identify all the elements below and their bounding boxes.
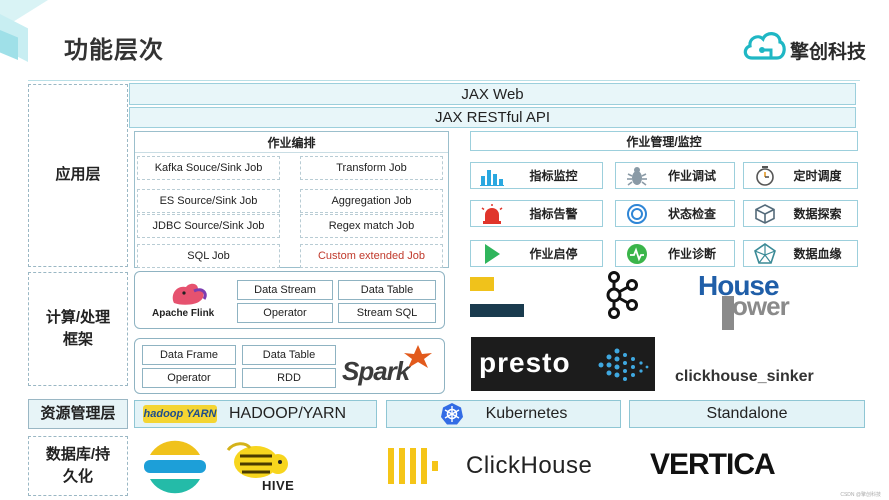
monitor-startstop: 作业启停 xyxy=(470,240,603,267)
monitor-status: 状态检查 xyxy=(615,200,735,227)
hadoop-yarn-label: HADOOP/YARN xyxy=(229,405,347,422)
clickhouse-bars-icon xyxy=(388,448,438,484)
monitor-label: 作业诊断 xyxy=(667,247,716,261)
housepower-p-stem xyxy=(722,296,734,330)
layer-label-resource: 资源管理层 xyxy=(28,399,128,429)
flink-data-table: Data Table xyxy=(338,280,436,300)
standalone-bar: Standalone xyxy=(629,400,865,428)
presto-logo-text: presto xyxy=(479,347,571,378)
monitor-label: 状态检查 xyxy=(667,207,716,221)
layer-label-storage: 数据库/持 久化 xyxy=(28,436,128,496)
diagnosis-icon xyxy=(624,242,650,266)
hadoop-yarn-logo: hadoop YARN xyxy=(143,405,217,423)
clickhouse-label: ClickHouse xyxy=(466,452,593,479)
layer-label-text: 资源管理层 xyxy=(40,404,116,422)
spark-data-table: Data Table xyxy=(242,345,336,365)
job-regex: Regex match Job xyxy=(300,214,443,238)
monitor-label: 数据血缘 xyxy=(793,247,842,261)
status-check-icon xyxy=(624,202,650,226)
hive-label: HIVE xyxy=(262,478,295,493)
presto-logo: presto xyxy=(471,337,655,391)
flink-operator: Operator xyxy=(237,303,333,323)
layer-label-application: 应用层 xyxy=(28,84,128,267)
elastic-logo-icon xyxy=(470,277,524,317)
brand-name: 擎创科技 xyxy=(790,42,867,63)
job-es: ES Source/Sink Job xyxy=(137,189,280,213)
monitor-debug: 作业调试 xyxy=(615,162,735,189)
monitor-explore: 数据探索 xyxy=(743,200,858,227)
layer-label-text: 数据库/持 久化 xyxy=(45,445,111,486)
job-orchestration-panel: 作业编排 xyxy=(134,131,449,268)
hive-bee-icon xyxy=(226,442,288,478)
presto-dots-icon xyxy=(598,348,649,381)
spark-star-icon xyxy=(404,345,432,368)
layer-label-text: 计算/处理 框架 xyxy=(45,308,111,349)
spark-operator: Operator xyxy=(142,368,236,388)
elasticsearch-logo-icon xyxy=(144,440,206,494)
corner-decoration xyxy=(0,30,18,60)
job-aggregation: Aggregation Job xyxy=(300,189,443,213)
monitor-label: 数据探索 xyxy=(793,207,842,221)
monitor-label: 定时调度 xyxy=(793,169,842,183)
monitor-schedule: 定时调度 xyxy=(743,162,858,189)
flink-name: Apache Flink xyxy=(152,308,215,319)
brand-logo-icon xyxy=(743,32,786,60)
job-transform: Transform Job xyxy=(300,156,443,180)
kubernetes-label: Kubernetes xyxy=(485,405,568,422)
monitor-label: 指标监控 xyxy=(529,169,578,183)
monitor-label: 作业启停 xyxy=(529,247,578,261)
monitor-alert: 指标告警 xyxy=(470,200,603,227)
spark-data-frame: Data Frame xyxy=(142,345,236,365)
hadoop-yarn-bar: hadoop YARN HADOOP/YARN xyxy=(134,400,377,428)
job-jdbc: JDBC Source/Sink Job xyxy=(137,214,280,238)
job-management-panel: 作业管理/监控 xyxy=(470,131,858,151)
kafka-logo-icon xyxy=(606,271,638,319)
kubernetes-helm-icon xyxy=(440,403,463,425)
housepower-logo-top: House xyxy=(698,270,780,301)
timer-icon xyxy=(752,164,778,188)
clickhouse-sinker-label: clickhouse_sinker xyxy=(675,368,814,385)
layer-label-text: 应用层 xyxy=(55,166,101,184)
flink-stream-sql: Stream SQL xyxy=(338,303,436,323)
monitor-diagnosis: 作业诊断 xyxy=(615,240,735,267)
layer-label-compute: 计算/处理 框架 xyxy=(28,272,128,386)
monitor-label: 指标告警 xyxy=(529,207,578,221)
alarm-light-icon xyxy=(479,202,505,226)
jax-api-bar: JAX RESTful API xyxy=(129,107,856,128)
housepower-logo-bottom: ower xyxy=(732,291,790,321)
bar-chart-icon xyxy=(479,164,505,188)
spark-logo-text: Spark xyxy=(342,356,410,386)
play-icon xyxy=(479,242,505,266)
spark-rdd: RDD xyxy=(242,368,336,388)
vertica-label: VERTICA xyxy=(650,448,776,481)
panel-title: 作业管理/监控 xyxy=(626,134,702,149)
cube-icon xyxy=(752,202,778,226)
lineage-icon xyxy=(752,242,778,266)
flink-data-stream: Data Stream xyxy=(237,280,333,300)
job-custom: Custom extended Job xyxy=(300,244,443,268)
monitor-metrics: 指标监控 xyxy=(470,162,603,189)
title-divider xyxy=(28,80,860,81)
kubernetes-bar: Kubernetes xyxy=(386,400,621,428)
job-sql: SQL Job xyxy=(137,244,280,268)
job-kafka: Kafka Souce/Sink Job xyxy=(137,156,280,180)
panel-title: 作业编排 xyxy=(135,132,448,153)
jax-web-bar: JAX Web xyxy=(129,83,856,105)
flink-squirrel-icon xyxy=(172,283,207,305)
watermark: CSDN @擎创科技 xyxy=(840,492,881,498)
monitor-lineage: 数据血缘 xyxy=(743,240,858,267)
monitor-label: 作业调试 xyxy=(667,169,716,183)
bug-icon xyxy=(624,164,650,188)
page-title: 功能层次 xyxy=(64,37,164,64)
